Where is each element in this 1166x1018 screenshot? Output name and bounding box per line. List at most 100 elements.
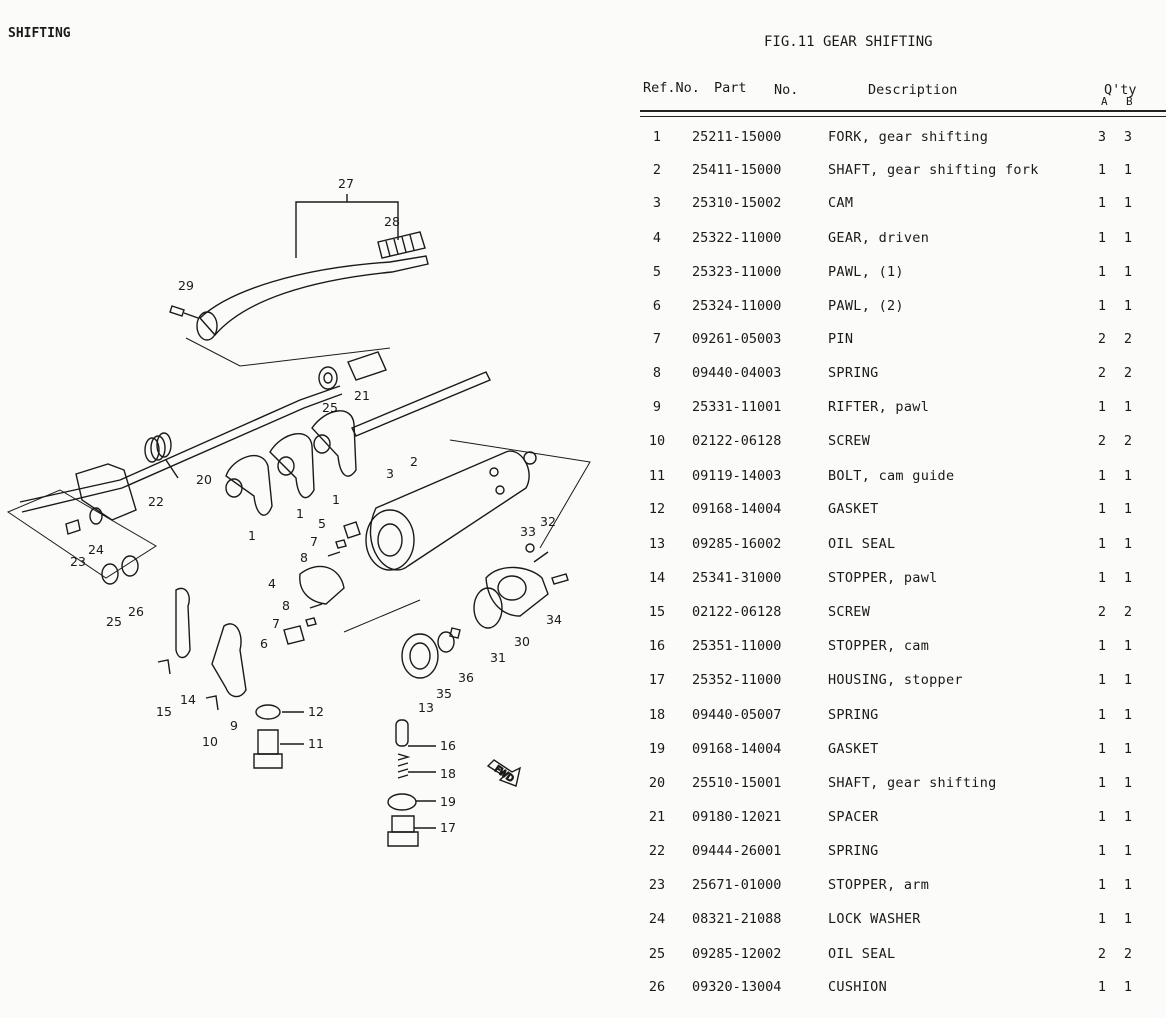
svg-text:16: 16 xyxy=(440,738,456,753)
cam-stopper-30 xyxy=(485,566,549,617)
pawl-rifter-9 xyxy=(211,623,247,698)
svg-text:4: 4 xyxy=(268,576,276,591)
callout-labels: 27 28 29 25 21 2 3 20 22 1 1 1 5 7 8 4 8… xyxy=(70,176,562,835)
shift-fork-1c xyxy=(311,410,357,477)
svg-text:25: 25 xyxy=(322,400,338,415)
cushion-26 xyxy=(121,555,139,577)
oil-seal-13 xyxy=(401,633,439,679)
svg-text:29: 29 xyxy=(178,278,194,293)
svg-text:1: 1 xyxy=(248,528,256,543)
stopper-pawl-14 xyxy=(175,587,191,659)
spring-8-top xyxy=(327,551,341,557)
header-rule-thick xyxy=(640,110,1166,112)
svg-text:9: 9 xyxy=(230,718,238,733)
svg-text:33: 33 xyxy=(520,524,536,539)
header-description: Description xyxy=(868,82,958,98)
fork-shaft-2 xyxy=(351,371,491,437)
spring-22 xyxy=(144,432,179,479)
cam-guide-bolt-11 xyxy=(257,729,279,755)
shift-fork-1a xyxy=(225,455,273,516)
header-no: No. xyxy=(774,82,799,98)
svg-text:8: 8 xyxy=(300,550,308,565)
stopper-arm-23 xyxy=(65,519,81,535)
shift-gear-sector xyxy=(75,463,137,521)
svg-text:15: 15 xyxy=(156,704,172,719)
svg-text:6: 6 xyxy=(260,636,268,651)
svg-text:28: 28 xyxy=(384,214,400,229)
svg-text:32: 32 xyxy=(540,514,556,529)
svg-text:1: 1 xyxy=(296,506,304,521)
cam-end xyxy=(365,509,415,571)
bracket-27 xyxy=(295,201,399,258)
svg-text:13: 13 xyxy=(418,700,434,715)
gasket-19 xyxy=(387,793,417,811)
svg-text:20: 20 xyxy=(196,472,212,487)
pin-7-bottom xyxy=(305,617,317,627)
pawl-5 xyxy=(343,521,361,539)
stopper-housing-17 xyxy=(391,815,415,833)
screw-15 xyxy=(157,659,171,675)
svg-text:24: 24 xyxy=(88,542,104,557)
svg-text:1: 1 xyxy=(332,492,340,507)
svg-text:26: 26 xyxy=(128,604,144,619)
header-rule-thin xyxy=(640,116,1166,117)
svg-text:5: 5 xyxy=(318,516,326,531)
svg-text:2: 2 xyxy=(410,454,418,469)
fwd-arrow xyxy=(486,759,522,787)
svg-text:30: 30 xyxy=(514,634,530,649)
spacer-21 xyxy=(347,351,387,381)
driven-gear-4 xyxy=(299,565,345,605)
bolt-29 xyxy=(169,305,185,317)
shift-lever-arm xyxy=(199,255,429,337)
lever-boss xyxy=(196,311,218,341)
header-ref-no: Ref.No. xyxy=(643,80,700,96)
spring-18 xyxy=(397,753,411,779)
svg-text:7: 7 xyxy=(310,534,318,549)
shift-cam-3 xyxy=(369,450,530,571)
svg-text:8: 8 xyxy=(282,598,290,613)
svg-text:10: 10 xyxy=(202,734,218,749)
shift-fork-1b xyxy=(269,432,315,499)
o-ring-31 xyxy=(473,587,503,629)
pin-7-top xyxy=(335,539,347,549)
svg-text:14: 14 xyxy=(180,692,196,707)
svg-text:25: 25 xyxy=(106,614,122,629)
shaft-20 xyxy=(19,385,341,503)
pin-32 xyxy=(533,551,549,563)
figure-title: FIG.11 GEAR SHIFTING xyxy=(764,34,933,50)
header-part: Part xyxy=(714,80,747,96)
svg-text:11: 11 xyxy=(308,736,324,751)
svg-text:23: 23 xyxy=(70,554,86,569)
parts-table-header: Ref.No. Part No. Description Q'ty A B xyxy=(640,78,1160,118)
section-title: SHIFTING xyxy=(8,26,71,41)
oil-seal-25-top xyxy=(318,366,338,390)
svg-text:7: 7 xyxy=(272,616,280,631)
exploded-parts-diagram: FWD 27 28 29 25 21 2 3 20 22 1 1 1 5 7 8… xyxy=(0,160,610,860)
pin-33 xyxy=(525,543,535,553)
svg-text:21: 21 xyxy=(354,388,370,403)
svg-text:12: 12 xyxy=(308,704,324,719)
svg-text:17: 17 xyxy=(440,820,456,835)
lock-washer-24 xyxy=(89,507,103,525)
svg-text:34: 34 xyxy=(546,612,562,627)
spring-8-bottom xyxy=(309,603,323,609)
